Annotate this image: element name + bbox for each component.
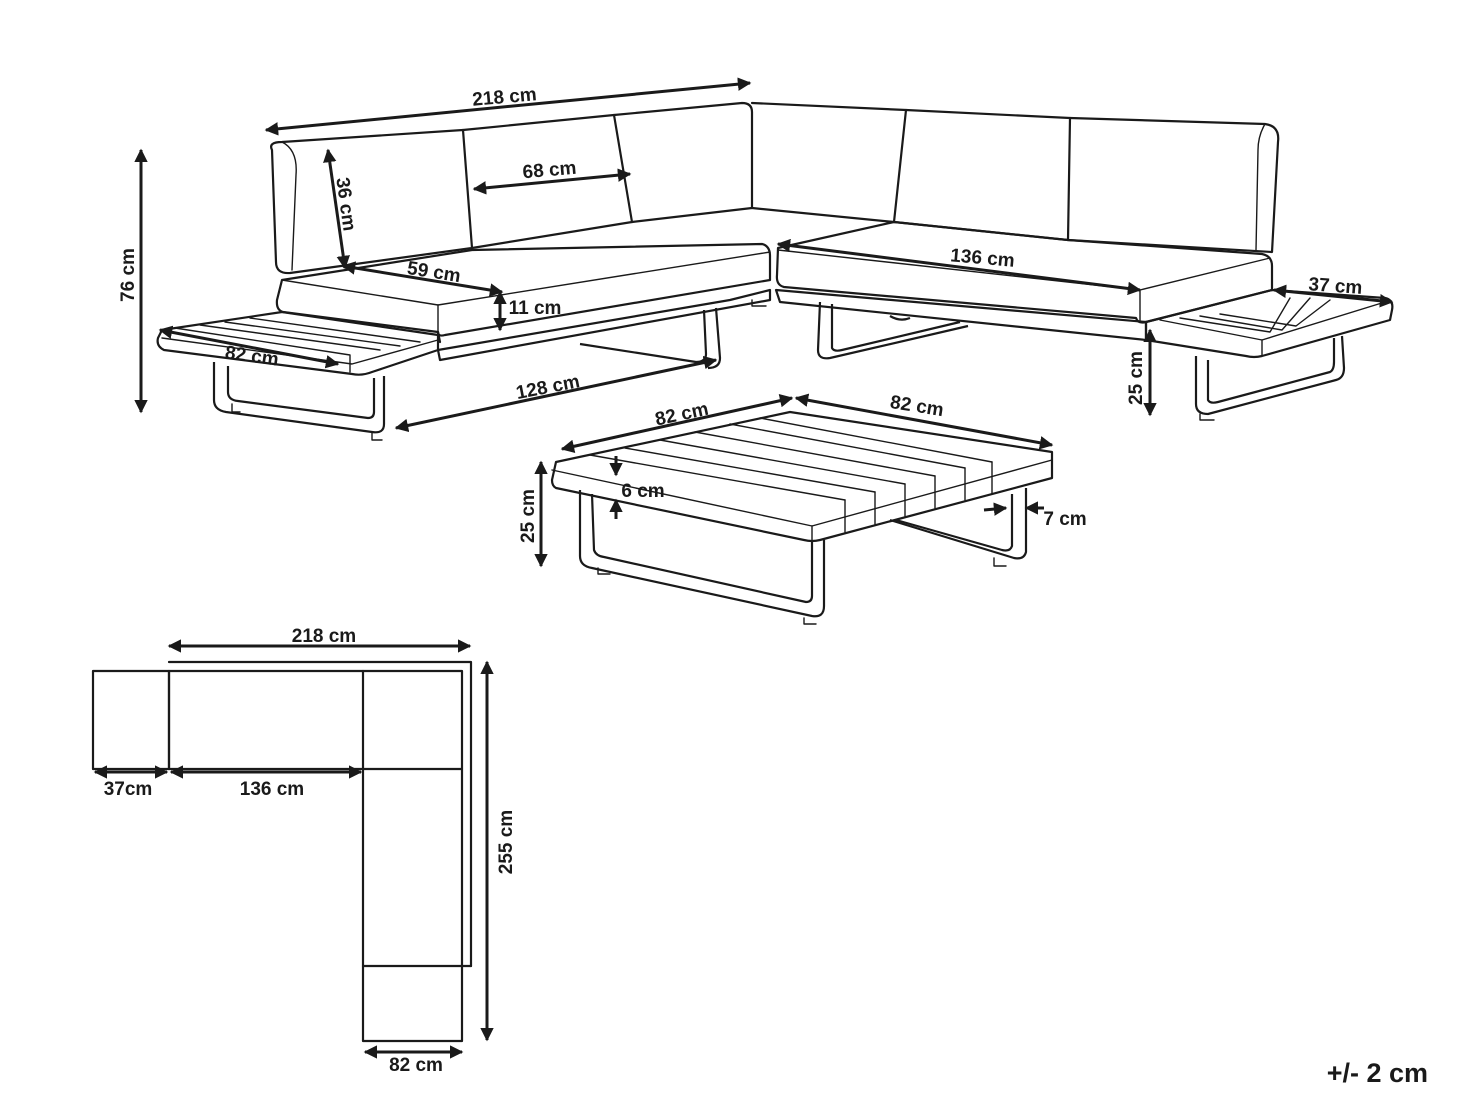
dimension-arrows: [93, 77, 1394, 1059]
label-coffee-table-top-thickness: 6 cm: [621, 481, 664, 502]
tolerance-note: +/- 2 cm: [1327, 1058, 1428, 1088]
label-sofa-total-height: 76 cm: [118, 248, 139, 302]
label-plan-side-table: 37cm: [104, 779, 153, 800]
label-plan-seat-width: 136 cm: [240, 779, 304, 800]
label-sofa-total-width: 218 cm: [472, 84, 538, 111]
label-side-table-height: 25 cm: [1126, 351, 1147, 405]
label-inner-length: 128 cm: [514, 371, 581, 404]
label-seat-thickness: 11 cm: [509, 298, 562, 319]
label-plan-total-depth: 255 cm: [496, 810, 517, 874]
label-backrest-width: 68 cm: [522, 158, 578, 184]
label-coffee-table-width: 82 cm: [653, 399, 710, 431]
dimension-labels: 218 cm 76 cm 36 cm 68 cm 59 cm 11 cm 82 …: [104, 84, 1428, 1088]
label-plan-top-width: 218 cm: [292, 626, 356, 647]
label-seat-depth: 59 cm: [406, 258, 462, 287]
label-side-table-right: 37 cm: [1308, 274, 1363, 299]
coffee-table-illustration: [550, 410, 1054, 625]
top-view-plan: [91, 660, 473, 1043]
label-plan-bottom-width: 82 cm: [389, 1055, 443, 1076]
label-coffee-table-leg-width: 7 cm: [1043, 509, 1086, 530]
label-coffee-table-height: 25 cm: [518, 489, 539, 543]
label-side-table-left: 82 cm: [224, 342, 280, 370]
label-back-height: 36 cm: [331, 176, 359, 232]
corner-sofa-illustration: [156, 101, 1394, 441]
